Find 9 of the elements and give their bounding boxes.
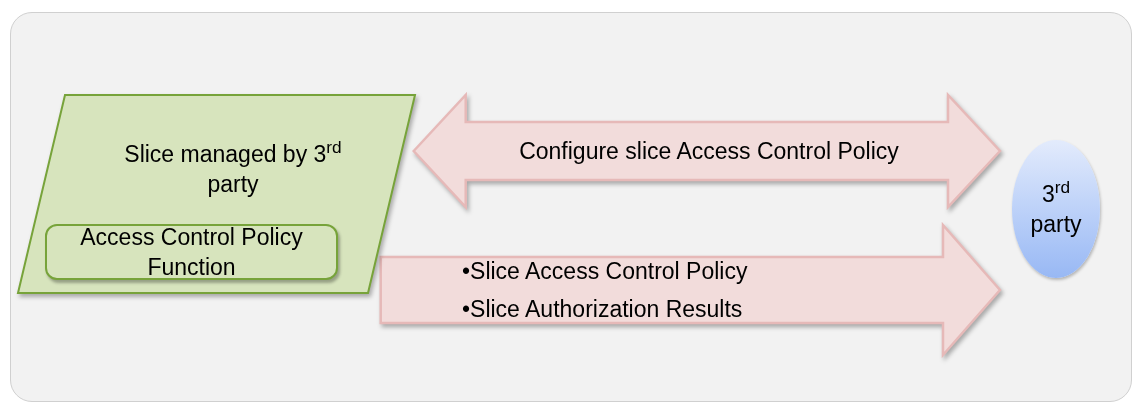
rounded-box	[45, 224, 338, 280]
node-text: 3$^{rd}$ party	[1029, 179, 1083, 239]
block-arrow	[412, 91, 1002, 211]
edge-label: Configure slice Access Control Policy	[518, 137, 900, 166]
block-arrow	[379, 221, 1002, 359]
parallelogram-box	[18, 95, 415, 293]
node-text: Access Control Policy Function	[79, 223, 304, 282]
edge-label: •Slice Access Control Policy •Slice Authorization Results	[462, 257, 749, 324]
node-text: Slice managed by 3$^{rd}$ party	[123, 139, 343, 199]
